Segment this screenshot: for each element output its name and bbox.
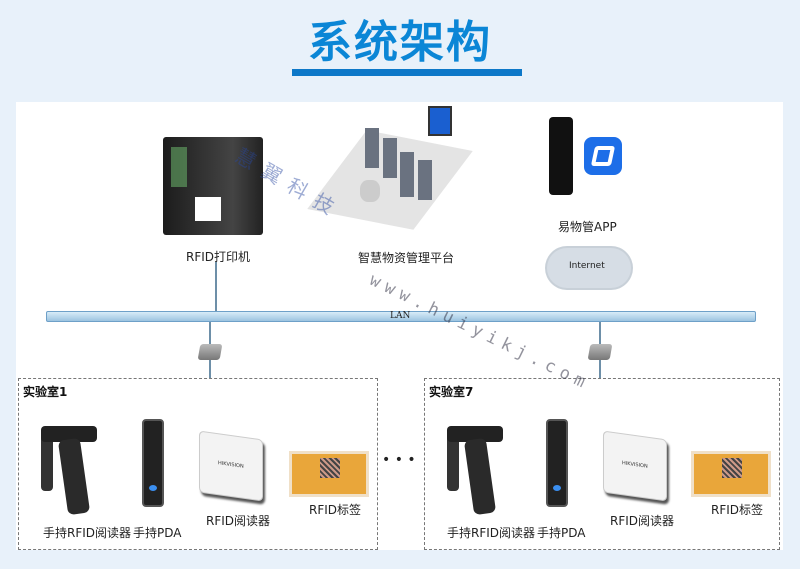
pda-icon: [142, 419, 164, 507]
title-underline: [292, 69, 522, 76]
item-label: 手持RFID阅读器: [43, 526, 132, 540]
server-platform-icon: [307, 106, 473, 240]
app-logo-icon: [584, 137, 622, 175]
rfid-printer-label: RFID打印机: [186, 250, 251, 264]
mobile-phone-icon: [549, 117, 573, 195]
handheld-reader-icon: [447, 421, 503, 516]
item-label: RFID标签: [711, 503, 764, 517]
rfid-printer-icon: [163, 137, 263, 235]
rfid-reader-icon: HIKVISION: [603, 430, 667, 502]
item-label: RFID标签: [309, 503, 362, 517]
ellipsis: • • •: [382, 452, 416, 468]
lab-7-group: 实验室7 HIKVISION 手持RFID阅读器 手持PDA RFID阅读器 R…: [424, 378, 780, 550]
lab-title: 实验室7: [429, 385, 474, 399]
rfid-tag-icon: [691, 451, 771, 497]
switch-icon: [587, 344, 613, 360]
lab-1-group: 实验室1 HIKVISION 手持RFID阅读器 手持PDA RFID阅读器 R…: [18, 378, 378, 550]
item-label: 手持PDA: [133, 526, 182, 540]
pda-icon: [546, 419, 568, 507]
switch-icon: [197, 344, 223, 360]
item-label: RFID阅读器: [610, 514, 675, 528]
printer-link: [215, 262, 217, 312]
item-label: 手持RFID阅读器: [447, 526, 536, 540]
app-label: 易物管APP: [558, 220, 617, 234]
handheld-reader-icon: [41, 421, 97, 516]
item-label: 手持PDA: [537, 526, 586, 540]
lab-title: 实验室1: [23, 385, 68, 399]
lan-bus: [46, 311, 756, 322]
page-title: 系统架构: [308, 17, 492, 68]
internet-cloud-icon: Internet: [547, 248, 631, 288]
internet-label: Internet: [569, 261, 605, 271]
lan-label: LAN: [390, 311, 411, 321]
item-label: RFID阅读器: [206, 514, 271, 528]
rfid-reader-icon: HIKVISION: [199, 430, 263, 502]
platform-label: 智慧物资管理平台: [358, 251, 455, 265]
rfid-tag-icon: [289, 451, 369, 497]
